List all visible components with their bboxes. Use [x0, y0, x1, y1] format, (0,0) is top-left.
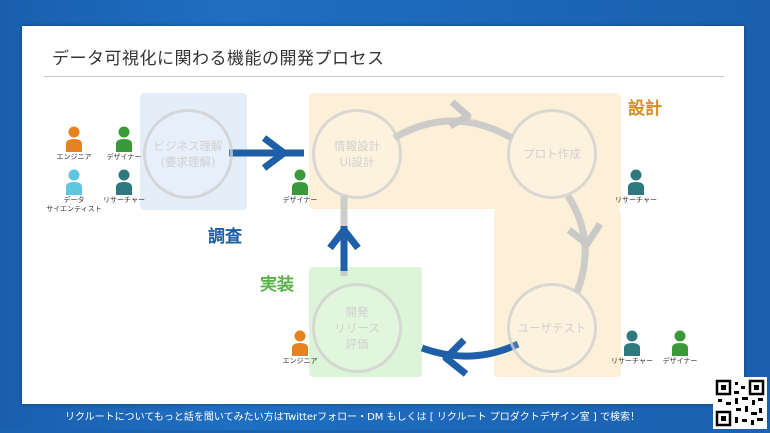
role-researcher: リサーチャー [94, 169, 154, 205]
person-icon [116, 126, 132, 152]
role-caption: デザイナー [662, 357, 698, 365]
arrowhead-test-to-dev [442, 337, 469, 377]
label-research: 調査 [208, 227, 242, 247]
label-design: 設計 [628, 99, 662, 119]
arrow-test-to-dev [420, 340, 520, 360]
role-researcher-test: リサーチャー [602, 330, 662, 366]
role-caption: エンジニア [282, 357, 318, 365]
role-designer-test: デザイナー [650, 330, 710, 366]
role-caption: デザイナー [282, 196, 318, 204]
arrowhead-proto-to-test [566, 222, 603, 248]
node-prototype: プロト作成 [507, 109, 597, 199]
role-caption: リサーチャー [611, 357, 653, 365]
role-caption: リサーチャー [103, 196, 145, 204]
person-icon [672, 330, 688, 356]
footer-banner: リクルートについてもっと話を聞いてみたい方はTwitterフォロー・DM もしく… [64, 412, 641, 423]
role-engineer: エンジニア [44, 126, 104, 162]
node-info-design: 情報設計 UI設計 [312, 109, 402, 199]
role-data-scientist: データ サイエンティスト [44, 169, 104, 214]
role-caption: データ サイエンティスト [46, 196, 102, 213]
person-icon [292, 330, 308, 356]
role-caption: リサーチャー [615, 196, 657, 204]
person-icon [116, 169, 132, 195]
slide-title: データ可視化に関わる機能の開発プロセス [52, 49, 385, 69]
role-caption: デザイナー [106, 153, 142, 161]
person-icon [66, 126, 82, 152]
person-icon [292, 169, 308, 195]
person-icon [624, 330, 640, 356]
arrowhead-info-to-proto [448, 99, 472, 130]
qr-code-graphic [713, 377, 767, 429]
label-implementation: 実装 [260, 275, 294, 295]
process-arrows [229, 99, 603, 377]
node-dev-release: 開発 リリース 評価 [312, 283, 402, 373]
qr-code-icon[interactable] [713, 377, 767, 429]
title-divider [44, 76, 724, 77]
role-designer: デザイナー [94, 126, 154, 162]
role-researcher-proto: リサーチャー [606, 169, 666, 205]
node-user-test: ユーザテスト [507, 283, 597, 373]
role-caption: エンジニア [56, 153, 92, 161]
person-icon [628, 169, 644, 195]
arrowhead-dev-to-info [327, 226, 361, 251]
role-designer-info: デザイナー [270, 169, 330, 205]
node-business-understanding: ビジネス理解 (要求理解) [143, 109, 233, 199]
slide: データ可視化に関わる機能の開発プロセス ビジネス理解 (要求理解) 情報設計 U… [22, 26, 744, 404]
arrowhead-research-to-design [261, 135, 288, 171]
person-icon [66, 169, 82, 195]
role-engineer-dev: エンジニア [270, 330, 330, 366]
